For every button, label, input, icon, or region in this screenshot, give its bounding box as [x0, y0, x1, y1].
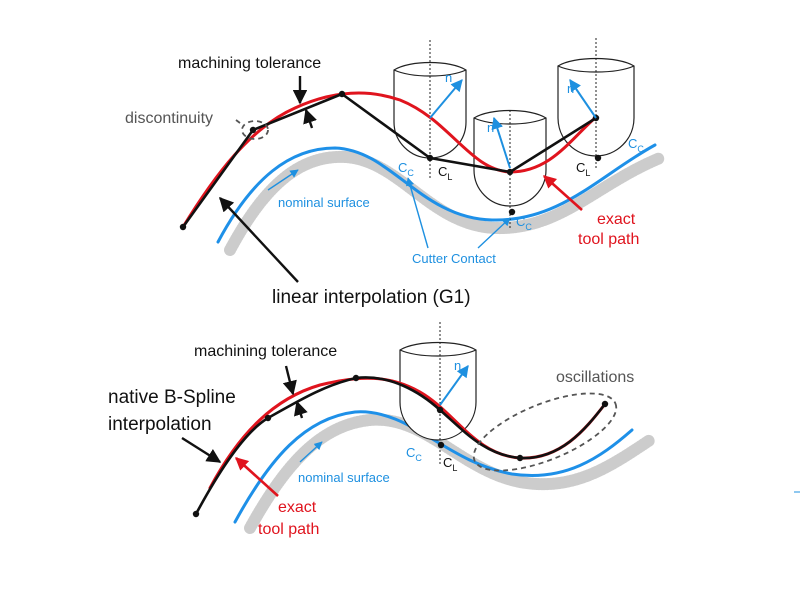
bottom-exact-line1: exact [278, 499, 317, 516]
bottom-point-6 [601, 400, 609, 408]
top-normal-vector-2 [491, 116, 511, 169]
top-caption: linear interpolation (G1) [272, 287, 471, 308]
top-n-label-3: n [567, 81, 574, 96]
top-point-1 [179, 223, 187, 231]
top-material-texture [224, 150, 666, 256]
top-tolerance-arrow-2 [303, 108, 317, 129]
top-cl-label-3: CL [576, 160, 590, 178]
bottom-tolerance-arrow-2 [293, 400, 308, 419]
top-cl-label-1: CL [438, 164, 452, 182]
top-cutter-contact-arrow-2 [477, 217, 511, 249]
bottom-nominal-surface-label: nominal surface [298, 470, 390, 485]
top-discontinuity-label: discontinuity [125, 110, 213, 127]
top-point-4 [426, 154, 434, 162]
bottom-point-3 [352, 374, 360, 382]
bottom-tolerance-arrow-1 [282, 365, 297, 396]
top-cutter-contact-arrow-1 [406, 177, 429, 249]
top-cc-label-2: CC [516, 214, 532, 232]
bottom-nominal-surface-arrow [299, 441, 323, 463]
bottom-exact-line2: tool path [258, 521, 319, 538]
top-n-label-1: n [445, 70, 452, 85]
top-cutter-contact-label: Cutter Contact [412, 251, 496, 266]
top-caption-arrow [219, 196, 299, 283]
top-point-8 [594, 154, 602, 162]
bottom-exact-arrow [235, 457, 279, 497]
top-machining-tolerance-label: machining tolerance [178, 55, 321, 72]
bottom-native-line2: interpolation [108, 414, 212, 435]
top-exact-line2: tool path [578, 231, 639, 248]
bottom-native-line1: native B-Spline [108, 387, 236, 408]
top-point-2 [249, 126, 257, 134]
top-discontinuity-pointer [235, 119, 245, 127]
bottom-cl-label: CL [443, 455, 457, 473]
top-linear-interpolation [181, 92, 597, 228]
top-exact-line1: exact [597, 211, 636, 228]
bottom-oscillations-label: oscillations [556, 369, 634, 386]
bottom-machining-tolerance-label: machining tolerance [194, 343, 337, 360]
top-discontinuity-ellipse [241, 120, 269, 140]
bottom-native-arrow [181, 436, 222, 464]
bottom-normal-vector [439, 365, 469, 406]
top-panel: n n n CC CL CC CL CC machining tolerance… [125, 38, 666, 308]
top-nominal-surface-label: nominal surface [278, 195, 370, 210]
top-normal-vector-1 [429, 79, 463, 119]
top-point-5 [506, 168, 514, 176]
bottom-n-label: n [454, 358, 461, 373]
top-cc-label-3: CC [628, 136, 644, 154]
top-normal-vector-3 [569, 79, 597, 119]
bottom-panel: n CC CL machining tolerance native B-Spl… [108, 322, 656, 538]
top-nominal-surface [216, 143, 657, 244]
top-cc-label-1: CC [398, 160, 414, 178]
top-exact-arrow [543, 175, 583, 211]
top-point-7 [508, 208, 516, 216]
bottom-point-4 [436, 406, 444, 414]
bottom-point-2 [264, 414, 272, 422]
top-n-label-2: n [487, 120, 494, 135]
bottom-point-5 [516, 454, 524, 462]
top-nominal-surface-arrow [267, 169, 299, 191]
bottom-oscillations-ellipse [472, 392, 618, 472]
bottom-cc-label: CC [406, 445, 422, 463]
bottom-point-1 [192, 510, 200, 518]
bottom-point-7 [437, 441, 445, 449]
bottom-bspline-interpolation [194, 376, 607, 515]
top-cutter-3 [557, 38, 635, 170]
top-point-3 [338, 90, 346, 98]
